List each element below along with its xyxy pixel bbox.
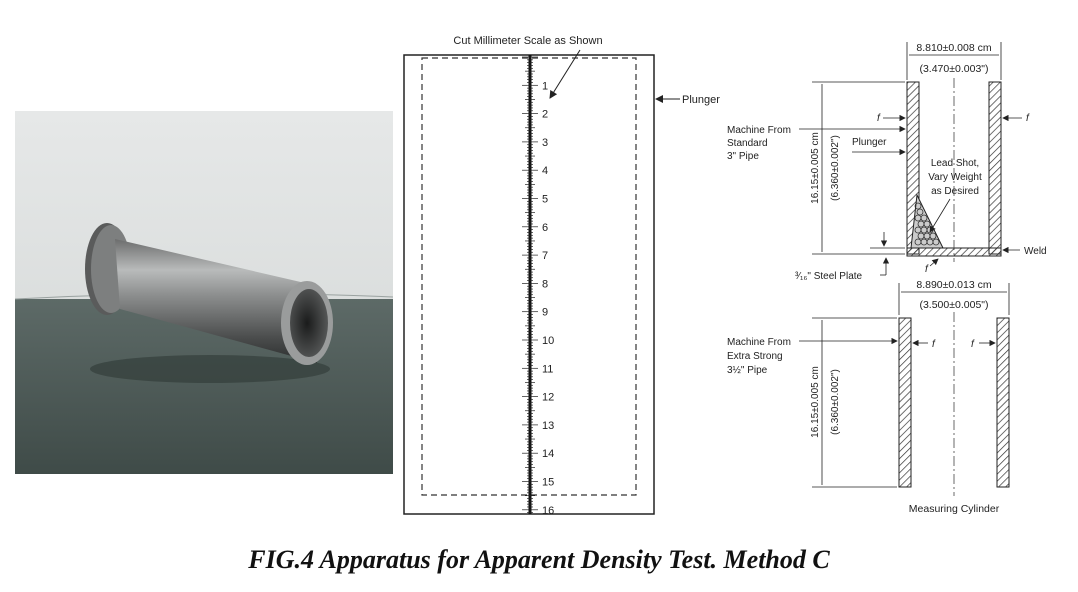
lower-machine-from-3: 3½" Pipe [727, 365, 768, 376]
scale-number: 8 [542, 278, 548, 290]
scale-number: 6 [542, 222, 548, 234]
scale-ticks [522, 56, 538, 513]
weld-label: Weld [1024, 246, 1047, 257]
lead-shot-2: Vary Weight [928, 172, 982, 183]
lower-cylinder-diagram: 8.890±0.013 cm (3.500±0.005") 16.15±0.00… [727, 279, 1010, 515]
scale-title: Cut Millimeter Scale as Shown [453, 35, 602, 47]
lower-height-in: (6.360±0.002") [830, 369, 841, 435]
lower-f-right: f [971, 339, 975, 350]
lead-shot-3: as Desired [931, 186, 979, 197]
scale-number: 7 [542, 250, 548, 262]
upper-machine-from-1: Machine From [727, 125, 791, 136]
scale-number: 1 [542, 80, 548, 92]
upper-plunger-label: Plunger [852, 137, 887, 148]
apparatus-diagram: Cut Millimeter Scale as Shown 1234567891… [403, 35, 1047, 517]
lower-machine-from-1: Machine From [727, 337, 791, 348]
lower-f-left: f [932, 339, 936, 350]
upper-f-left: f [877, 113, 881, 124]
lower-height-cm: 16.15±0.005 cm [810, 366, 821, 438]
scale-number: 11 [542, 363, 553, 375]
scale-number: 16 [542, 505, 554, 517]
steel-plate-label: ³⁄₁₆" Steel Plate [795, 271, 863, 282]
lower-machine-from-2: Extra Strong [727, 351, 783, 362]
scale-number: 2 [542, 109, 548, 121]
upper-machine-from-3: 3" Pipe [727, 151, 759, 162]
lower-width-cm: 8.890±0.013 cm [916, 279, 991, 291]
scale-number: 3 [542, 137, 548, 149]
upper-width-in: (3.470±0.003") [919, 63, 988, 75]
scale-number: 12 [542, 392, 554, 404]
upper-width-cm: 8.810±0.008 cm [916, 42, 991, 54]
scale-number: 10 [542, 335, 554, 347]
inner-dashed-outline [421, 57, 637, 496]
scale-number: 14 [542, 448, 554, 460]
scale-number: 5 [542, 194, 548, 206]
upper-machine-from-2: Standard [727, 138, 768, 149]
upper-cylinder-diagram: 8.810±0.008 cm (3.470±0.003") 16.15±0.00… [727, 42, 1047, 282]
lower-width-in: (3.500±0.005") [919, 299, 988, 311]
plunger-label: Plunger [682, 94, 720, 106]
figure-caption: FIG.4 Apparatus for Apparent Density Tes… [248, 545, 830, 574]
upper-height-in: (6.360±0.002") [830, 135, 841, 201]
upper-height-cm: 16.15±0.005 cm [810, 132, 821, 204]
upper-f-bottom: f [925, 264, 929, 275]
scale-number: 9 [542, 307, 548, 319]
metal-cylinder-photo [15, 111, 393, 474]
scale-number: 15 [542, 477, 554, 489]
measuring-cylinder-label: Measuring Cylinder [909, 503, 1000, 515]
millimeter-scale-diagram: Cut Millimeter Scale as Shown 1234567891… [403, 35, 720, 517]
upper-f-right: f [1026, 113, 1030, 124]
scale-number: 13 [542, 420, 554, 432]
lead-shot-1: Lead Shot, [931, 158, 979, 169]
scale-number: 4 [542, 165, 548, 177]
